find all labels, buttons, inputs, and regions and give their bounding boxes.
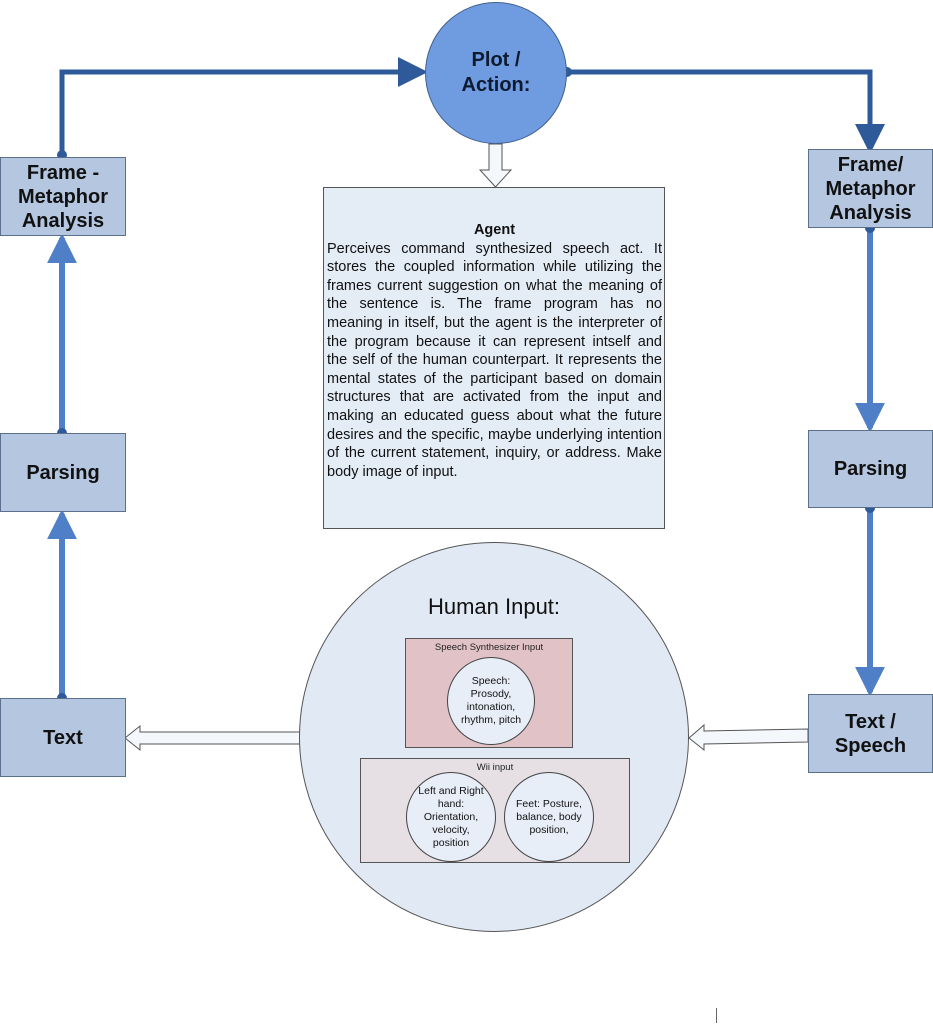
frame-metaphor-analysis-left-node: Frame - Metaphor Analysis bbox=[0, 157, 126, 236]
plot-action-node: Plot / Action: bbox=[425, 2, 567, 144]
agent-box: Agent Perceives command synthesized spee… bbox=[323, 187, 665, 529]
divider-tick bbox=[716, 1008, 717, 1023]
frame-metaphor-analysis-right-label: Frame/ Metaphor Analysis bbox=[825, 153, 916, 224]
speech-prosody-circle: Speech: Prosody, intonation, rhythm, pit… bbox=[447, 657, 535, 745]
agent-description: Perceives command synthesized speech act… bbox=[327, 240, 662, 480]
frame-metaphor-analysis-right-node: Frame/ Metaphor Analysis bbox=[808, 149, 933, 228]
block-arrow-human-to-text bbox=[124, 724, 301, 752]
parsing-left-label: Parsing bbox=[26, 461, 100, 484]
hands-label: Left and Right hand: Orientation, veloci… bbox=[418, 784, 484, 849]
speech-prosody-label: Speech: Prosody, intonation, rhythm, pit… bbox=[460, 675, 522, 726]
frame-metaphor-analysis-left-label: Frame - Metaphor Analysis bbox=[18, 161, 108, 232]
feet-circle: Feet: Posture, balance, body position, bbox=[504, 772, 594, 862]
human-input-title: Human Input: bbox=[427, 594, 561, 619]
wii-input-panel-title: Wii input bbox=[476, 762, 514, 773]
plot-action-label: Plot / Action: bbox=[461, 49, 531, 96]
text-speech-right-node: Text / Speech bbox=[808, 694, 933, 773]
text-speech-right-label: Text / Speech bbox=[834, 710, 907, 757]
feet-label: Feet: Posture, balance, body position, bbox=[516, 797, 582, 836]
wii-input-panel: Wii input Left and Right hand: Orientati… bbox=[360, 758, 630, 863]
speech-synthesizer-panel-title: Speech Synthesizer Input bbox=[434, 642, 544, 653]
hands-circle: Left and Right hand: Orientation, veloci… bbox=[406, 772, 496, 862]
parsing-right-node: Parsing bbox=[808, 430, 933, 508]
text-left-label: Text bbox=[43, 726, 83, 749]
agent-title: Agent bbox=[473, 222, 516, 238]
block-arrow-speech-to-human bbox=[688, 723, 809, 752]
block-arrow-plot-to-agent bbox=[478, 143, 513, 188]
connector-plot-to-frame bbox=[567, 69, 885, 154]
parsing-left-node: Parsing bbox=[0, 433, 126, 512]
connector-frame-to-plot bbox=[59, 57, 428, 157]
parsing-right-label: Parsing bbox=[833, 458, 908, 480]
text-left-node: Text bbox=[0, 698, 126, 777]
speech-synthesizer-panel: Speech Synthesizer Input Speech: Prosody… bbox=[405, 638, 573, 748]
